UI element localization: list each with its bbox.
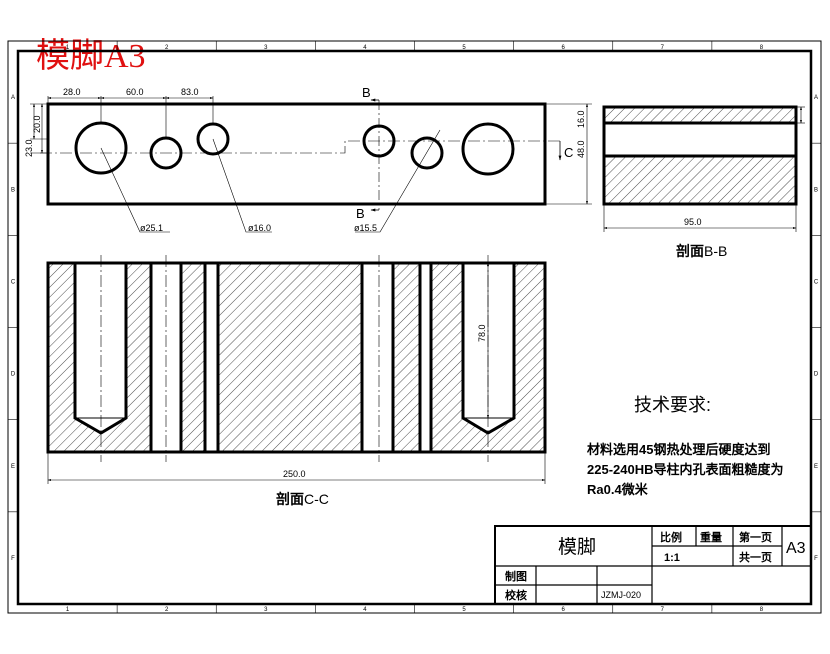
zone-label: 1 [66, 45, 70, 51]
zone-label: 5 [462, 45, 466, 51]
zone-label: B [814, 187, 818, 193]
dim-48-vertical: 48.0 [576, 140, 586, 158]
dim-20: 20.0 [32, 115, 42, 133]
section-cc-label-rest: C-C [304, 491, 329, 507]
sheet-format: A3 [786, 540, 806, 557]
zone-label: 7 [661, 607, 665, 613]
dim-78: 78.0 [477, 324, 487, 342]
section-cc-label-bold: 剖面 [276, 491, 304, 507]
section-cc-label: 剖面C-C [276, 491, 329, 507]
section-cc-outline [46, 261, 547, 454]
tech-heading: 技术要求: [634, 395, 711, 415]
zone-label: B [11, 187, 15, 193]
dim-83: 83.0 [181, 87, 199, 97]
zone-label: 2 [165, 607, 169, 613]
dim-23: 23.0 [24, 139, 34, 157]
dim-16-vertical: 16.0 [576, 110, 586, 128]
dim-60: 60.0 [126, 87, 144, 97]
dim-dia-16: ø16.0 [248, 223, 271, 233]
section-bb-label: 剖面B-B [676, 243, 727, 259]
part-name: 模脚 [558, 536, 596, 558]
section-cc-view: 78.0 250.0 剖面C-C [46, 255, 547, 507]
zone-label: 8 [760, 607, 764, 613]
section-bb-view: 16.0 95.0 剖面B-B [576, 105, 805, 259]
zone-label: 4 [363, 45, 367, 51]
drawing-number: JZMJ-020 [601, 590, 641, 600]
drawn-label: 制图 [505, 569, 527, 583]
zone-label: 8 [760, 45, 764, 51]
zone-label: D [11, 372, 16, 378]
zone-label: F [814, 556, 818, 562]
title-block: 模脚 比例 重量 第一页 1:1 共一页 A3 制图 校核 JZMJ-020 [494, 525, 812, 605]
scale-label: 比例 [660, 530, 682, 544]
section-bb-label-bold: 剖面 [676, 243, 704, 259]
checked-label: 校核 [505, 588, 527, 602]
section-label-b-top: B [362, 85, 371, 100]
weight-label: 重量 [700, 530, 722, 544]
zone-label: 3 [264, 607, 268, 613]
scale-value: 1:1 [664, 552, 680, 564]
hole-small-right [410, 136, 444, 170]
zone-label: F [11, 556, 15, 562]
zone-ticks [8, 41, 821, 613]
technical-requirements: 技术要求: 材料选用45钢热处理后硬度达到 225-240HB导柱内孔表面粗糙度… [587, 395, 784, 497]
total-label: 共一页 [739, 550, 772, 564]
zone-label: 5 [462, 607, 466, 613]
zone-label: 2 [165, 45, 169, 51]
zone-label: D [814, 372, 819, 378]
tech-line-3: Ra0.4微米 [587, 482, 649, 497]
top-dimensions [30, 96, 592, 233]
dim-28: 28.0 [63, 87, 81, 97]
top-view-outline [46, 102, 547, 206]
centerline [40, 140, 560, 154]
zone-label: C [814, 279, 819, 285]
zone-label: 3 [264, 45, 268, 51]
zone-label: E [814, 464, 818, 470]
hole-large-right [461, 122, 515, 176]
zone-label: 7 [661, 45, 665, 51]
zone-label: A [814, 95, 818, 101]
section-label-c: C [564, 145, 573, 160]
zone-label: 1 [66, 607, 70, 613]
zone-label: C [11, 279, 16, 285]
zone-label: 6 [562, 607, 566, 613]
sheet-title: 模脚A3 [36, 38, 146, 75]
section-bb-label-rest: B-B [704, 243, 727, 259]
zone-label: A [11, 95, 15, 101]
dim-dia-15: ø15.5 [354, 223, 377, 233]
sheet-label: 第一页 [739, 530, 772, 544]
section-label-b-bottom: B [356, 206, 365, 221]
zone-label: 4 [363, 607, 367, 613]
dim-250: 250.0 [283, 469, 306, 479]
tech-line-1: 材料选用45钢热处理后硬度达到 [587, 442, 770, 457]
tech-line-2: 225-240HB导柱内孔表面粗糙度为 [587, 462, 784, 477]
zone-label: 6 [562, 45, 566, 51]
dim-95: 95.0 [684, 217, 702, 227]
dim-dia-25: ø25.1 [140, 223, 163, 233]
zone-label: E [11, 464, 15, 470]
top-view: 28.0 60.0 83.0 20.0 23.0 48.0 ø25.1 ø16.… [24, 85, 592, 233]
